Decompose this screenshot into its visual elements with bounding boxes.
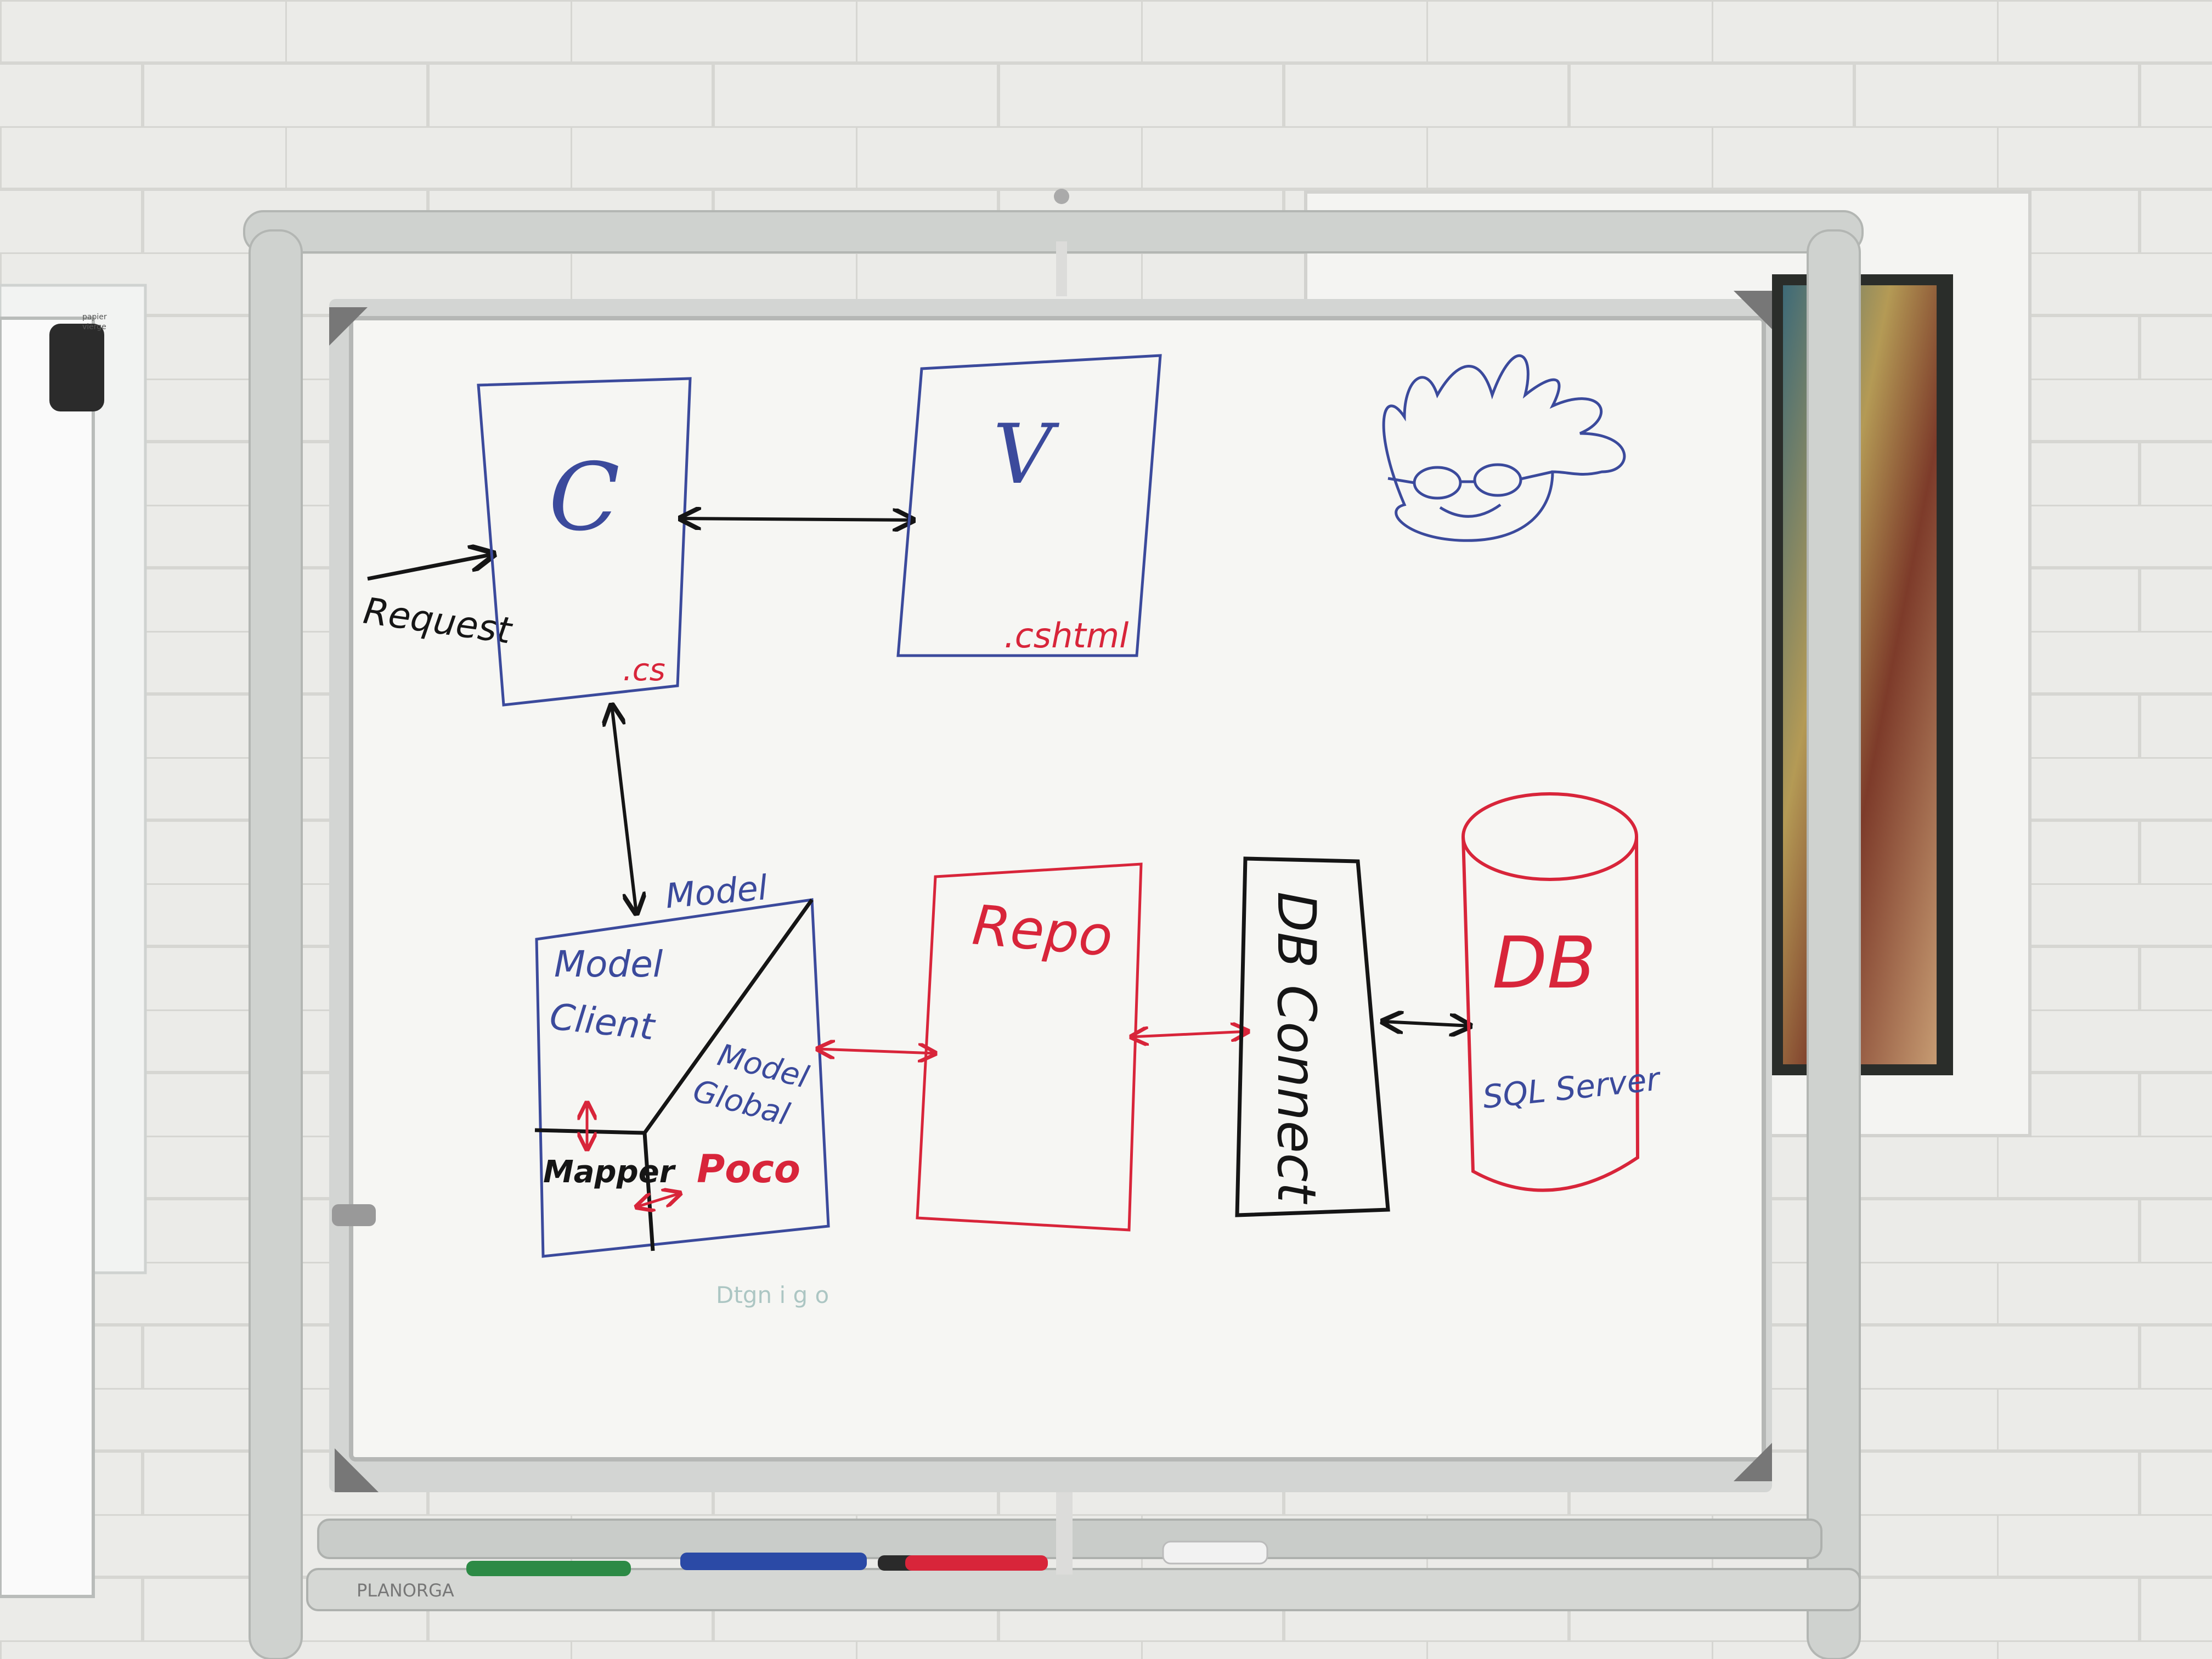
mapper-poco-arrow	[636, 1193, 680, 1207]
face-doodle-icon	[1382, 354, 1626, 542]
controller-letter: C	[549, 443, 620, 552]
controller-model-arrow	[612, 705, 636, 913]
repo-box	[916, 862, 1143, 1232]
view-letter: V	[993, 407, 1060, 503]
database-title: DB	[1492, 921, 1596, 1005]
dbconnect-label: DB Connect	[1266, 891, 1327, 1205]
faded-scribble: Dtgn i g o	[716, 1282, 829, 1308]
request-arrow	[367, 554, 494, 581]
mapper-label: Mapper	[543, 1154, 676, 1190]
view-box	[896, 354, 1162, 657]
controller-file-ext: .cs	[623, 652, 665, 688]
model-repo-arrow	[817, 1049, 935, 1053]
whiteboard-stand: PLANORGA	[243, 189, 1864, 1659]
repo-dbconnect-arrow	[1131, 1031, 1248, 1037]
flipchart-label-1: papier	[82, 313, 107, 321]
controller-view-arrow	[680, 518, 913, 520]
marker-tray	[466, 1541, 1268, 1576]
controller-box	[477, 377, 692, 707]
database-cylinder-icon	[1462, 792, 1640, 1192]
flipchart-label-2: vierge	[82, 323, 106, 331]
repo-label: Repo	[970, 893, 1115, 969]
dbconnect-box	[1235, 856, 1390, 1217]
stand-brand: PLANORGA	[357, 1580, 454, 1601]
dbconnect-db-arrow	[1383, 1022, 1470, 1026]
model-client-line1: Model	[554, 943, 663, 985]
view-file-ext: .cshtml	[1004, 616, 1128, 656]
poco-label: Poco	[697, 1147, 800, 1192]
model-title: Model	[664, 867, 769, 916]
whiteboard	[329, 291, 1772, 1492]
flipchart: papier vierge	[0, 284, 147, 1598]
